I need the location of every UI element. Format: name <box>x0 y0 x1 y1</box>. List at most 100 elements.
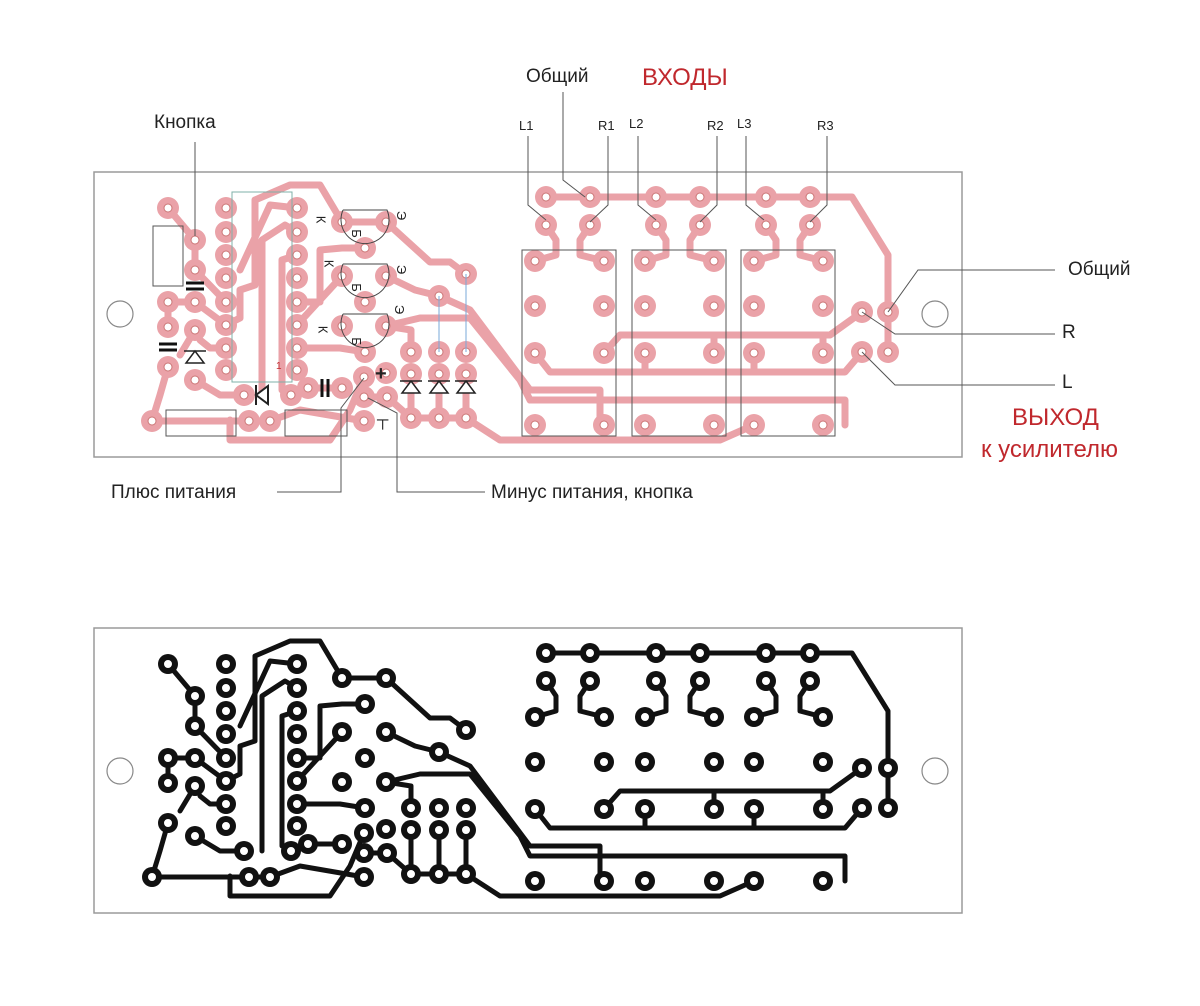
capacitor-symbol <box>159 342 177 352</box>
drill-hole <box>530 712 540 722</box>
drill-hole <box>190 831 200 841</box>
drill-hole <box>337 777 347 787</box>
drill-hole <box>406 869 416 879</box>
transistor-pin-e: Э <box>394 264 410 275</box>
drill-hole <box>292 227 302 237</box>
drill-hole <box>749 757 759 767</box>
plus-sign: + <box>375 363 387 385</box>
label-inputs: ВХОДЫ <box>642 64 728 91</box>
switch-outline <box>740 249 836 437</box>
switch-outline <box>521 249 617 437</box>
drill-hole <box>359 372 369 382</box>
drill-hole <box>761 192 771 202</box>
drill-hole <box>221 365 231 375</box>
label-output-l: L <box>1062 372 1073 393</box>
drill-hole <box>190 265 200 275</box>
drill-hole <box>406 369 416 379</box>
leader-out-r <box>861 311 1055 335</box>
drill-hole <box>221 227 231 237</box>
drill-hole <box>434 869 444 879</box>
drill-hole <box>381 271 391 281</box>
trace <box>338 218 470 278</box>
drill-hole <box>292 659 302 669</box>
drill-hole <box>709 420 719 430</box>
trace <box>531 348 866 376</box>
drill-hole <box>640 876 650 886</box>
drill-hole <box>461 803 471 813</box>
drill-hole <box>585 220 595 230</box>
drill-hole <box>337 321 347 331</box>
drill-hole <box>709 301 719 311</box>
drill-hole <box>761 676 771 686</box>
leader-lines <box>194 92 1055 493</box>
drill-hole <box>883 803 893 813</box>
drill-hole <box>190 753 200 763</box>
drill-hole <box>585 676 595 686</box>
drill-hole <box>382 392 392 402</box>
drill-hole <box>244 872 254 882</box>
drill-hole <box>541 220 551 230</box>
drill-hole <box>709 804 719 814</box>
drill-hole <box>292 776 302 786</box>
drill-hole <box>695 648 705 658</box>
drill-hole <box>221 343 231 353</box>
drill-hole <box>360 297 370 307</box>
drill-hole <box>221 250 231 260</box>
drill-hole <box>530 804 540 814</box>
pin1-marker: 1 <box>276 361 282 372</box>
drill-hole <box>461 825 471 835</box>
trace <box>601 765 865 812</box>
leader-l2 <box>637 136 657 221</box>
drill-hole <box>221 821 231 831</box>
minus-sign: ┴ <box>377 411 389 428</box>
drill-hole <box>292 203 302 213</box>
transistor-pin-k: К <box>315 325 331 334</box>
drill-hole <box>239 846 249 856</box>
drill-hole <box>805 676 815 686</box>
leader-r2 <box>699 136 718 223</box>
drill-hole <box>640 256 650 266</box>
drill-hole <box>406 413 416 423</box>
top-board <box>141 181 899 444</box>
diode-symbol <box>428 379 450 394</box>
drill-hole <box>651 220 661 230</box>
drill-hole <box>292 297 302 307</box>
drill-hole <box>640 301 650 311</box>
drill-hole <box>585 192 595 202</box>
label-channel-r1: R1 <box>598 118 615 133</box>
drill-hole <box>530 420 540 430</box>
label-channel-l3: L3 <box>737 116 752 131</box>
drill-hole <box>461 725 471 735</box>
drill-hole <box>530 757 540 767</box>
drill-hole <box>221 320 231 330</box>
drill-hole <box>599 301 609 311</box>
label-common-right: Общий <box>1068 259 1131 280</box>
diode-symbol <box>400 379 422 394</box>
drill-hole <box>244 416 254 426</box>
drill-hole <box>749 256 759 266</box>
drill-hole <box>381 217 391 227</box>
drill-hole <box>221 753 231 763</box>
transistor-pin-k: К <box>321 259 337 268</box>
drill-hole <box>163 203 173 213</box>
drill-hole <box>541 676 551 686</box>
drill-hole <box>461 413 471 423</box>
diode-symbol <box>184 349 206 364</box>
drill-hole <box>599 757 609 767</box>
drill-hole <box>221 683 231 693</box>
drill-hole <box>163 753 173 763</box>
drill-hole <box>883 347 893 357</box>
drill-hole <box>190 691 200 701</box>
drill-hole <box>337 271 347 281</box>
drill-hole <box>382 848 392 858</box>
drill-hole <box>883 763 893 773</box>
drill-hole <box>337 839 347 849</box>
drill-hole <box>286 390 296 400</box>
drill-hole <box>265 872 275 882</box>
label-power-minus-button: Минус питания, кнопка <box>491 482 693 503</box>
drill-hole <box>360 347 370 357</box>
drill-hole <box>541 192 551 202</box>
drill-hole <box>640 804 650 814</box>
board-outline-bottom <box>93 627 963 914</box>
